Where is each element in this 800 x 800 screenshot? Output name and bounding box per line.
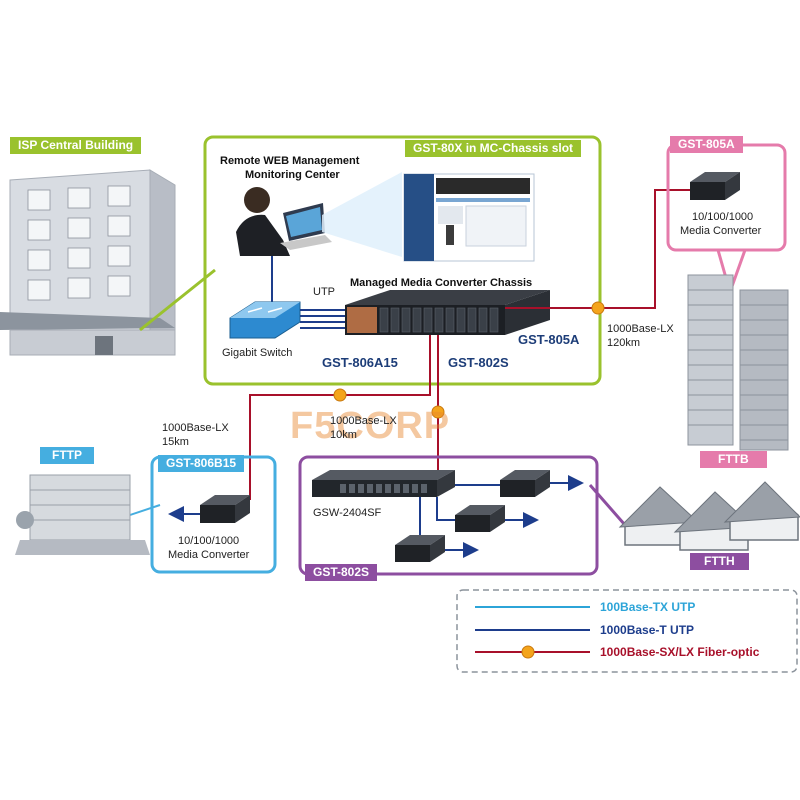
ftth-box-tag: GST-802S — [305, 564, 378, 581]
operator-figure — [236, 187, 332, 256]
chassis-box-frame — [203, 135, 602, 386]
watermark: F5CORP — [290, 405, 451, 447]
legend-100base-tx: 100Base-TX UTP — [600, 600, 696, 614]
media-converter-chassis — [345, 290, 550, 335]
fttp-conv-line2: Media Converter — [168, 549, 250, 561]
utp-label: UTP — [313, 286, 335, 298]
chassis-box-tag: GST-80X in MC-Chassis slot — [405, 140, 582, 157]
isp-building-tag: ISP Central Building — [10, 137, 142, 154]
fttb-link-line2: 120km — [607, 337, 641, 349]
fttb-link-line1: 1000Base-LX — [607, 323, 674, 335]
ftth-link-line2: 10km — [330, 429, 357, 441]
ftth-houses-tag: FTTH — [690, 553, 749, 570]
fttp-building-tag: FTTP — [40, 447, 94, 464]
fttb-box-tag: GST-805A — [670, 136, 743, 153]
gsw-switch — [312, 470, 455, 497]
ftth-converter-3 — [395, 535, 445, 562]
legend-1000base-t: 1000Base-T UTP — [600, 623, 695, 637]
fttb-conv-line1: 10/100/1000 — [692, 211, 754, 223]
fiber-junctions — [333, 301, 605, 419]
fttp-link-line2: 15km — [162, 436, 189, 448]
fttp-converter — [200, 495, 250, 523]
fttb-conv-line2: Media Converter — [680, 225, 762, 237]
mgmt-title-line2: Monitoring Center — [245, 169, 340, 181]
gigabit-switch-label: Gigabit Switch — [222, 347, 293, 359]
fttb-building-tag: FTTB — [700, 451, 767, 468]
fttb-towers — [687, 274, 789, 451]
legend-fiber: 1000Base-SX/LX Fiber-optic — [600, 645, 760, 659]
gsw-switch-label: GSW-2404SF — [313, 507, 382, 519]
model-gst-802s: GST-802S — [448, 355, 509, 370]
mgmt-title-line1: Remote WEB Management — [220, 155, 360, 167]
ftth-converter-1 — [500, 470, 550, 497]
fttp-box-tag: GST-806B15 — [158, 455, 245, 472]
gigabit-switch — [229, 301, 301, 339]
chassis-label: Managed Media Converter Chassis — [350, 277, 533, 289]
fttp-building — [15, 474, 150, 555]
fttp-link-line1: 1000Base-LX — [162, 422, 229, 434]
isp-building — [0, 169, 176, 356]
model-gst-806a15: GST-806A15 — [322, 355, 398, 370]
ftth-box-frame — [298, 455, 599, 576]
model-gst-805a: GST-805A — [518, 332, 580, 347]
fttp-conv-line1: 10/100/1000 — [178, 535, 240, 547]
fttb-converter — [690, 172, 740, 200]
ftth-converter-2 — [455, 505, 505, 532]
ftth-houses — [618, 481, 800, 551]
management-screenshot — [403, 173, 535, 262]
legend-frame — [456, 589, 798, 673]
ftth-link-line1: 1000Base-LX — [330, 415, 397, 427]
